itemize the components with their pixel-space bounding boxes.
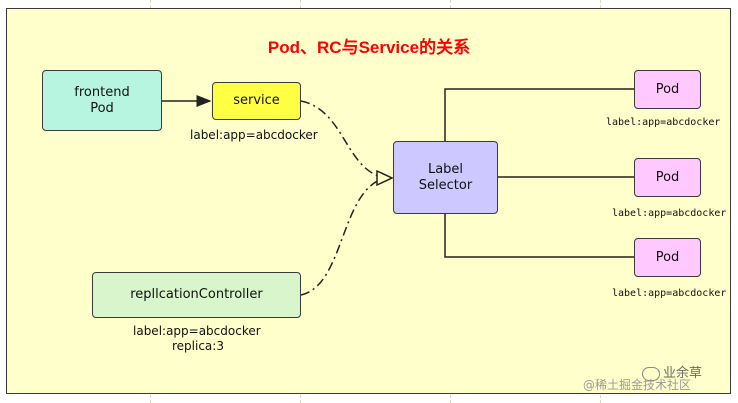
frontend-pod-node: frontend Pod (42, 70, 162, 131)
rc-label-text: label:app=abcdocker (133, 324, 261, 338)
pod-label-text: label:app=abcdocker (612, 208, 727, 219)
label-selector-line1: Label (427, 161, 464, 177)
rc-replica-text: replica:3 (172, 339, 224, 353)
pod-node: Pod (634, 70, 701, 109)
service-label-text: label:app=abcdocker (190, 128, 318, 142)
wechat-watermark: 业余草 (642, 362, 702, 381)
selector-to-pod1-link (444, 88, 634, 141)
rc-to-selector-link (300, 177, 386, 296)
replication-controller-label: repllcationController (130, 287, 263, 302)
pod-label-text: label:app=abcdocker (606, 117, 721, 128)
service-node: service (212, 82, 301, 120)
wechat-watermark-text: 业余草 (663, 366, 703, 381)
replication-controller-node: repllcationController (92, 272, 301, 318)
pod-label-text: label:app=abcdocker (612, 288, 727, 299)
pod-node-label: Pod (655, 169, 680, 185)
selector-to-pod3-link (444, 214, 634, 258)
label-selector-line2: Selector (418, 177, 473, 193)
frontend-pod-line2: Pod (90, 100, 114, 116)
frontend-pod-line1: frontend (74, 84, 130, 100)
wechat-icon (642, 366, 660, 381)
pod-node-label: Pod (655, 249, 680, 265)
site-watermark: @稀土掘金技术社区 (583, 378, 692, 392)
service-to-selector-link (300, 100, 386, 179)
selector-arrowhead (376, 169, 394, 187)
diagram-title: Pod、RC与Service的关系 (267, 38, 471, 57)
label-selector-node: Label Selector (393, 141, 498, 214)
pod-node: Pod (634, 158, 701, 197)
service-node-label: service (233, 93, 280, 108)
pod-node-label: Pod (655, 81, 680, 97)
pod-node: Pod (634, 238, 701, 277)
